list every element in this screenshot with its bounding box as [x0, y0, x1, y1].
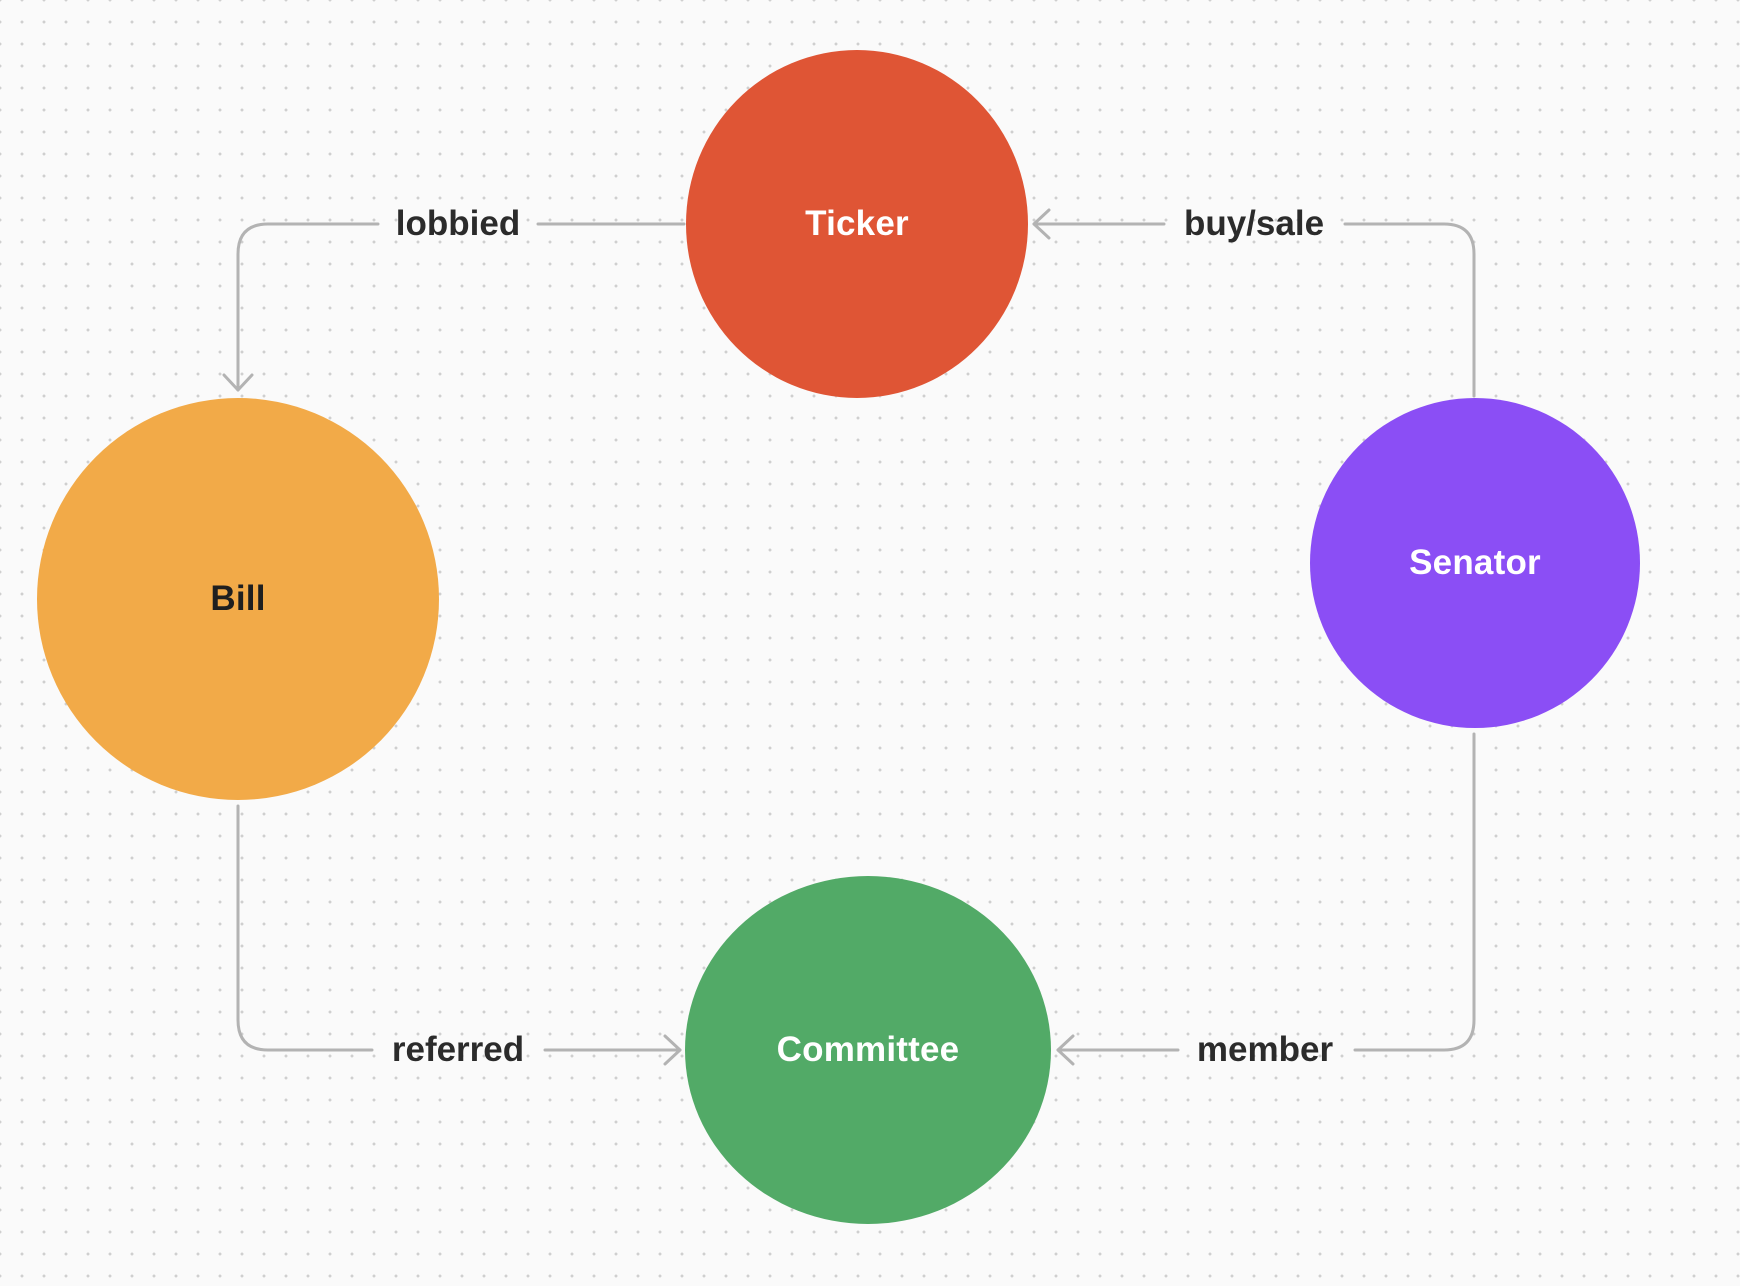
node-committee-label: Committee	[776, 1030, 960, 1069]
edge-referred-arrowhead	[663, 1034, 682, 1066]
node-bill-label: Bill	[210, 579, 266, 618]
node-senator-label: Senator	[1409, 543, 1541, 582]
edge-buy-sale-arrowhead	[1032, 208, 1051, 240]
edge-member-arrowhead	[1056, 1034, 1075, 1066]
edge-label-lobbied: lobbied	[395, 204, 521, 243]
node-senator[interactable]: Senator	[1310, 398, 1640, 728]
edge-buy-sale-line-right	[1343, 222, 1476, 398]
edge-member-line-right	[1353, 732, 1476, 1052]
node-ticker-label: Ticker	[805, 204, 909, 243]
edge-lobbied-line-left	[236, 222, 380, 392]
edge-label-buy-sale: buy/sale	[1183, 204, 1325, 243]
edge-referred-line-left	[236, 804, 374, 1052]
node-bill[interactable]: Bill	[37, 398, 439, 800]
node-ticker[interactable]: Ticker	[686, 50, 1028, 398]
edge-label-referred: referred	[391, 1030, 525, 1069]
edge-lobbied-arrowhead	[222, 373, 254, 392]
edge-label-member: member	[1196, 1030, 1334, 1069]
node-committee[interactable]: Committee	[685, 876, 1051, 1224]
